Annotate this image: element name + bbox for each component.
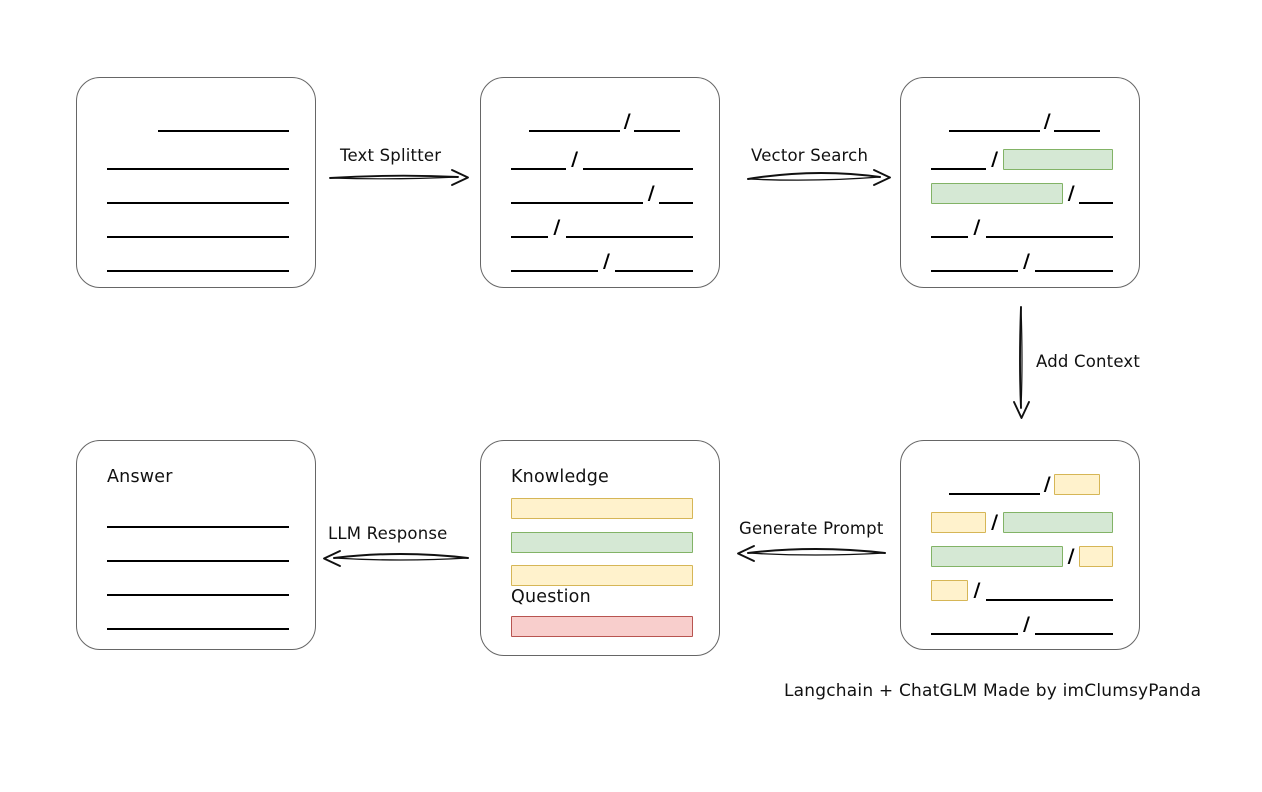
matched-chunk-highlight bbox=[1003, 149, 1113, 170]
answer-row bbox=[107, 502, 289, 528]
question-heading: Question bbox=[511, 587, 591, 607]
arrow-llm-response bbox=[323, 550, 469, 567]
chunk-separator: / bbox=[571, 148, 579, 170]
chunk-separator: / bbox=[1067, 545, 1075, 567]
edge-label-add-context: Add Context bbox=[1036, 352, 1141, 371]
chunk-separator: / bbox=[973, 216, 981, 238]
split-chunks-body: / / / / / bbox=[511, 78, 694, 287]
chunk-separator: / bbox=[553, 216, 561, 238]
chunk-row: / bbox=[931, 178, 1113, 204]
chunk-separator: / bbox=[1022, 613, 1030, 635]
chunk-separator: / bbox=[991, 148, 999, 170]
chunk-separator: / bbox=[1043, 473, 1051, 495]
answer-body: Answer bbox=[107, 441, 289, 649]
node-source-document[interactable] bbox=[76, 77, 316, 288]
chunk-row: / bbox=[931, 541, 1114, 567]
doc-row bbox=[107, 178, 289, 204]
chunk-row: / bbox=[931, 144, 1113, 170]
question-bar bbox=[511, 616, 693, 637]
knowledge-bar bbox=[511, 565, 693, 586]
arrow-add-context bbox=[1013, 306, 1030, 419]
chunk-separator: / bbox=[1067, 182, 1075, 204]
chunk-row: / bbox=[511, 212, 694, 238]
chunk-separator: / bbox=[623, 110, 631, 132]
chunk-row: / bbox=[931, 469, 1113, 495]
node-answer[interactable]: Answer bbox=[76, 440, 316, 650]
chunk-row: / bbox=[931, 246, 1113, 272]
chunk-row: / bbox=[511, 178, 693, 204]
footer-credit: Langchain + ChatGLM Made by imClumsyPand… bbox=[784, 681, 1202, 701]
arrow-vector-search bbox=[747, 169, 891, 186]
knowledge-heading: Knowledge bbox=[511, 467, 609, 487]
chunk-separator: / bbox=[1022, 250, 1030, 272]
matched-chunk-highlight bbox=[931, 546, 1064, 567]
answer-row bbox=[107, 570, 289, 596]
edge-label-vector-search: Vector Search bbox=[751, 146, 869, 165]
answer-row bbox=[107, 604, 289, 630]
chunk-separator: / bbox=[602, 250, 610, 272]
chunk-row: / bbox=[931, 575, 1114, 601]
edge-label-generate-prompt: Generate Prompt bbox=[739, 519, 884, 538]
edge-label-llm-response: LLM Response bbox=[328, 524, 448, 543]
chunk-row: / bbox=[931, 609, 1113, 635]
doc-row bbox=[107, 144, 289, 170]
arrow-generate-prompt bbox=[737, 545, 886, 562]
prompt-body: Knowledge Question bbox=[511, 441, 693, 655]
source-document-body bbox=[107, 78, 290, 287]
chunk-row: / bbox=[931, 212, 1114, 238]
chunk-row: / bbox=[931, 106, 1113, 132]
matched-chunks-body: / / / / / bbox=[931, 78, 1114, 287]
doc-row bbox=[107, 106, 290, 132]
answer-heading: Answer bbox=[107, 467, 173, 487]
context-chunk-highlight bbox=[1079, 546, 1114, 567]
node-split-chunks[interactable]: / / / / / bbox=[480, 77, 720, 288]
chunk-separator: / bbox=[991, 511, 999, 533]
chunk-row: / bbox=[511, 106, 693, 132]
context-chunks-body: / / / / / bbox=[931, 441, 1114, 649]
chunk-row: / bbox=[511, 246, 693, 272]
answer-row bbox=[107, 536, 289, 562]
knowledge-bar bbox=[511, 498, 693, 519]
doc-row bbox=[107, 246, 289, 272]
matched-chunk-highlight bbox=[1003, 512, 1113, 533]
chunk-separator: / bbox=[973, 579, 981, 601]
chunk-row: / bbox=[511, 144, 693, 170]
doc-row bbox=[107, 212, 289, 238]
node-matched-chunks[interactable]: / / / / / bbox=[900, 77, 1140, 288]
matched-chunk-highlight bbox=[931, 183, 1064, 204]
knowledge-bar bbox=[511, 532, 693, 553]
node-context-chunks[interactable]: / / / / / bbox=[900, 440, 1140, 650]
chunk-row: / bbox=[931, 507, 1113, 533]
context-chunk-highlight bbox=[931, 580, 969, 601]
arrow-text-splitter bbox=[329, 169, 469, 186]
edge-label-text-splitter: Text Splitter bbox=[340, 146, 442, 165]
chunk-separator: / bbox=[1043, 110, 1051, 132]
chunk-separator: / bbox=[647, 182, 655, 204]
context-chunk-highlight bbox=[1054, 474, 1100, 495]
node-prompt[interactable]: Knowledge Question bbox=[480, 440, 720, 656]
context-chunk-highlight bbox=[931, 512, 986, 533]
